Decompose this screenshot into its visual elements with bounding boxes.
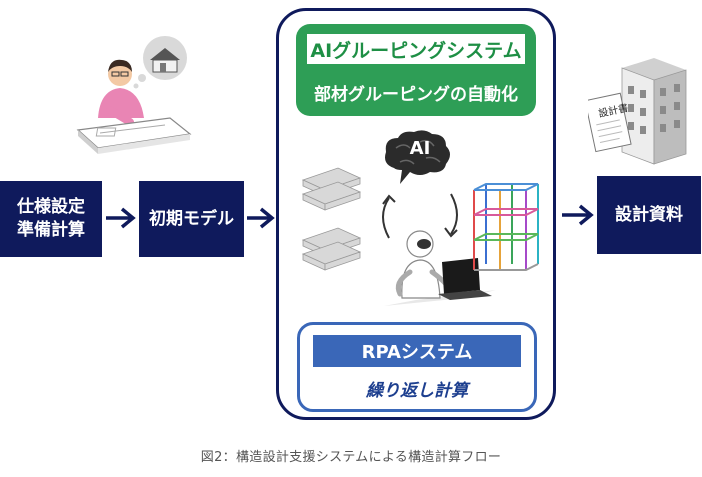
- initial-model-label: 初期モデル: [149, 208, 234, 229]
- ai-grouping-system-title: AIグルーピングシステム: [307, 34, 525, 64]
- ai-brain-icon: [385, 130, 450, 184]
- prep-calc-label: 準備計算: [17, 220, 85, 240]
- design-documents-box: 設計資料: [597, 176, 701, 254]
- ai-brain-label: AI: [409, 138, 431, 159]
- arrow-right-icon: [106, 207, 136, 229]
- design-documents-label: 設計資料: [615, 204, 683, 225]
- figure-caption: 図2：構造設計支援システムによる構造計算フロー: [200, 450, 502, 465]
- robot-laptop-icon: [384, 230, 496, 306]
- repeat-calculation-label: 繰り返し計算: [366, 380, 468, 401]
- engineer-drafting-illustration: [76, 36, 192, 154]
- member-grouping-automation-label: 部材グルーピングの自動化: [314, 84, 518, 105]
- building-document-icon: [588, 58, 687, 165]
- structural-frame-icon: [473, 183, 539, 271]
- steel-beams-icon: [301, 167, 362, 271]
- initial-model-box: 初期モデル: [139, 181, 244, 257]
- spec-setting-calc-box: 仕様設定 準備計算: [0, 181, 102, 257]
- arrow-right-icon: [562, 204, 594, 226]
- rpa-system-title: RPAシステム: [313, 335, 521, 367]
- arrow-right-icon: [247, 207, 275, 229]
- spec-setting-label: 仕様設定: [17, 197, 85, 217]
- cycle-arrows-icon: [382, 193, 458, 239]
